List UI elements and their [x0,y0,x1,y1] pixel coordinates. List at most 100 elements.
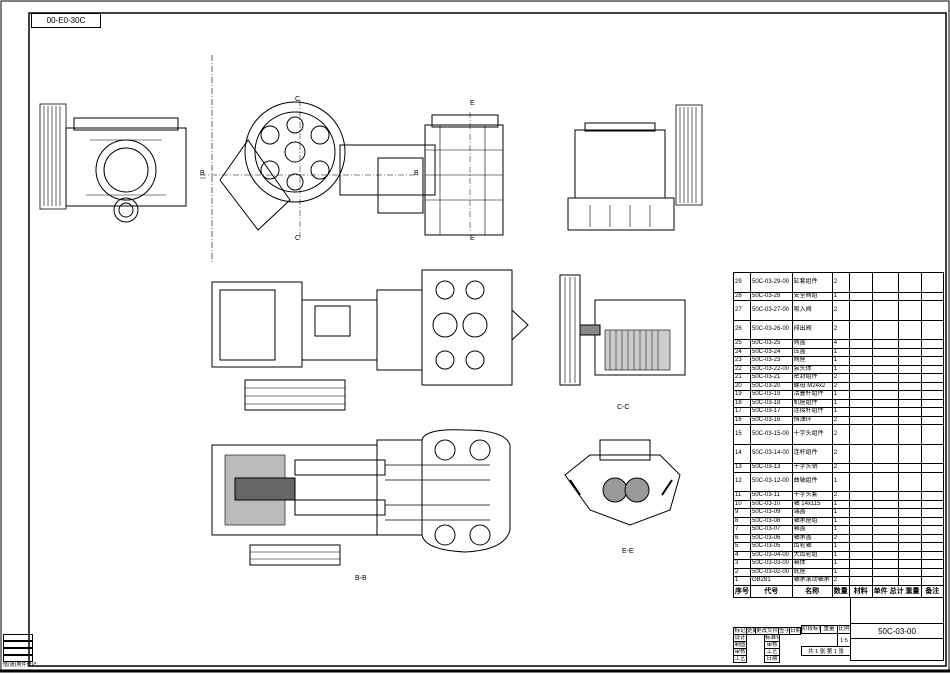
part-name: 底座 [791,567,833,577]
part-remarks [920,567,945,577]
part-qty: 2 [831,576,850,586]
part-unit-weight [871,533,899,543]
part-total-weight [897,272,922,293]
side-register-label: 借(通)用件登记 [3,662,37,668]
part-name: 密封组件 [791,373,833,383]
front-view [200,55,504,262]
part-qty: 1 [831,347,850,357]
part-remarks [920,415,945,425]
part-unit-weight [871,291,899,301]
part-total-weight [897,415,922,425]
part-unit-weight [871,398,899,408]
part-material [848,471,873,492]
part-number: 10 [733,499,751,509]
part-unit-weight [871,390,899,400]
part-total-weight [897,347,922,357]
tb-process2: 工艺 [733,655,747,663]
part-code: 50C-03-16 [750,415,793,425]
part-code: 50C-03-21 [750,373,793,383]
part-number: 12 [733,471,751,492]
part-number: 14 [733,443,751,464]
part-total-weight [897,471,922,492]
part-number: 23 [733,356,751,366]
part-qty: 2 [831,272,850,293]
part-code: 50C-03-25 [750,339,793,349]
part-qty: 1 [831,550,850,560]
part-remarks [920,576,945,586]
part-total-weight [897,373,922,383]
part-qty: 1 [831,471,850,492]
part-number: 8 [733,516,751,526]
parts-column-header: 备注 [920,584,945,598]
part-remarks [920,491,945,501]
part-total-weight [897,463,922,473]
part-unit-weight [871,491,899,501]
part-name: 十字头套 [791,491,833,501]
part-name: 轴承盖 [791,533,833,543]
part-number: 7 [733,525,751,535]
part-number: 13 [733,463,751,473]
part-unit-weight [871,516,899,526]
part-number: 27 [733,300,751,321]
part-total-weight [897,576,922,586]
part-qty: 2 [831,300,850,321]
part-number: 26 [733,319,751,340]
part-total-weight [897,364,922,374]
tb-scale-value: 1:5 [837,633,851,647]
parts-column-header: 数量 [831,584,850,598]
end-view-left [39,103,187,223]
tb-date2: 日期 [764,655,780,663]
part-number: 9 [733,508,751,518]
section-bb [211,429,511,566]
part-qty: 2 [831,381,850,391]
part-unit-weight [871,364,899,374]
part-qty: 1 [831,525,850,535]
cut-label-e-top: E [470,100,475,107]
part-code: 50C-03-08 [750,516,793,526]
part-remarks [920,347,945,357]
part-code: 50C-03-29-00 [750,272,793,293]
part-code: 50C-03-07 [750,525,793,535]
part-qty: 1 [831,390,850,400]
part-unit-weight [871,567,899,577]
part-unit-weight [871,424,899,445]
part-total-weight [897,424,922,445]
cut-label-c-bottom: C [295,235,301,242]
part-total-weight [897,559,922,569]
part-remarks [920,356,945,366]
part-name: 连杆组件 [791,443,833,464]
part-material [848,559,873,569]
part-code: GB281 [750,576,793,586]
parts-column-header: 材料 [848,584,873,598]
part-qty: 1 [831,364,850,374]
part-name: 箱体 [791,559,833,569]
part-total-weight [897,398,922,408]
part-remarks [920,550,945,560]
part-total-weight [897,550,922,560]
part-material [848,491,873,501]
part-number: 2 [733,567,751,577]
part-code: 50C-03-10 [750,499,793,509]
part-code: 50C-03-12-00 [750,471,793,492]
section-cc [559,274,686,386]
part-qty: 1 [831,291,850,301]
part-unit-weight [871,550,899,560]
part-number: 21 [733,373,751,383]
part-remarks [920,390,945,400]
part-code: 50C-03-27-00 [750,300,793,321]
part-number: 6 [733,533,751,543]
part-name: 轴 14x115 [791,499,833,509]
part-total-weight [897,567,922,577]
part-remarks [920,516,945,526]
part-number: 5 [733,542,751,552]
part-code: 50C-03-02-00 [750,567,793,577]
